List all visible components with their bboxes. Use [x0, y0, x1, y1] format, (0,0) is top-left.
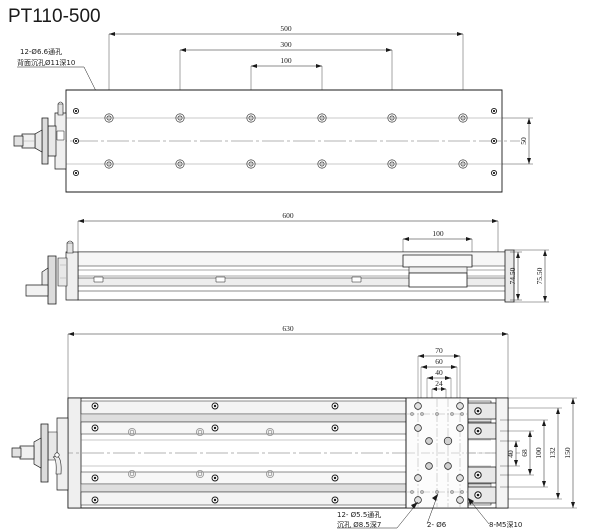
front-view-carriage	[403, 255, 472, 287]
dimension-100-bottom-label: 100	[534, 447, 543, 459]
dimension-100-bottom: 100	[500, 420, 548, 487]
top-view-hole-pattern	[104, 113, 468, 169]
dimension-75-50-label: 75.50	[535, 267, 544, 284]
dimension-50-label: 50	[519, 137, 528, 145]
dimension-150-label: 150	[563, 447, 572, 459]
note-through-hole-bottom: 12- Ø5.5通孔 沉孔 Ø8.5深7	[337, 502, 418, 529]
dimension-630: 630	[68, 324, 508, 398]
dimension-300-label: 300	[280, 40, 292, 49]
dimension-40-vertical: 40	[500, 441, 520, 466]
dimension-100-front-label: 100	[432, 229, 444, 238]
bottom-view-drive-assembly	[12, 418, 68, 490]
dimension-100-top-label: 100	[280, 56, 292, 65]
dimension-630-label: 630	[282, 324, 294, 333]
dimension-74-50: 74.50	[508, 252, 522, 300]
note-bottom-line1: 12- Ø5.5通孔	[337, 510, 381, 519]
dimension-132-label: 132	[548, 447, 557, 459]
dimension-132: 132	[508, 408, 562, 499]
top-view-end-holes	[73, 108, 496, 175]
dimension-60-label: 60	[435, 357, 443, 366]
bottom-view-carriage	[406, 398, 508, 508]
page-title: PT110-500	[8, 6, 101, 27]
dimension-70-label: 70	[435, 346, 443, 355]
dimension-74-50-label: 74.50	[508, 267, 517, 284]
front-view: 600 100	[26, 211, 549, 304]
bottom-view-ring-holes	[128, 428, 273, 477]
top-view: 500 300 100 12-Ø6.6通孔 背面沉孔Ø11深10	[14, 24, 533, 192]
note-pin-hole: 2- Ø6	[427, 494, 447, 529]
note-bottom-mid: 2- Ø6	[427, 521, 447, 529]
dimension-75-50: 75.50	[514, 250, 549, 302]
dimension-150: 150	[508, 398, 577, 508]
note-top-line2: 背面沉孔Ø11深10	[17, 58, 75, 67]
front-view-end-plate	[505, 250, 514, 302]
note-bottom-line2: 沉孔 Ø8.5深7	[337, 520, 381, 529]
bottom-view: 630	[12, 324, 577, 529]
note-tapped-hole: 8-M5深10	[468, 498, 522, 529]
dimension-500-label: 500	[280, 24, 292, 33]
dimension-68: 68	[500, 431, 534, 475]
dimension-50: 50	[502, 118, 533, 164]
dimension-500: 500	[109, 24, 463, 118]
dimension-70: 70	[418, 346, 460, 398]
dimension-68-label: 68	[520, 449, 529, 457]
top-view-drive-assembly	[14, 102, 66, 169]
note-top-line1: 12-Ø6.6通孔	[20, 47, 62, 56]
dimension-40-vertical-label: 40	[506, 450, 515, 458]
front-view-drive-assembly	[26, 241, 78, 304]
dimension-60: 60	[421, 357, 457, 398]
dimension-600-label: 600	[282, 211, 294, 220]
dimension-40-horizontal-label: 40	[435, 368, 443, 377]
note-bottom-right: 8-M5深10	[489, 520, 522, 529]
dimension-40-horizontal: 40	[427, 368, 451, 398]
dimension-24-label: 24	[435, 379, 443, 388]
dimension-24: 24	[432, 379, 446, 398]
